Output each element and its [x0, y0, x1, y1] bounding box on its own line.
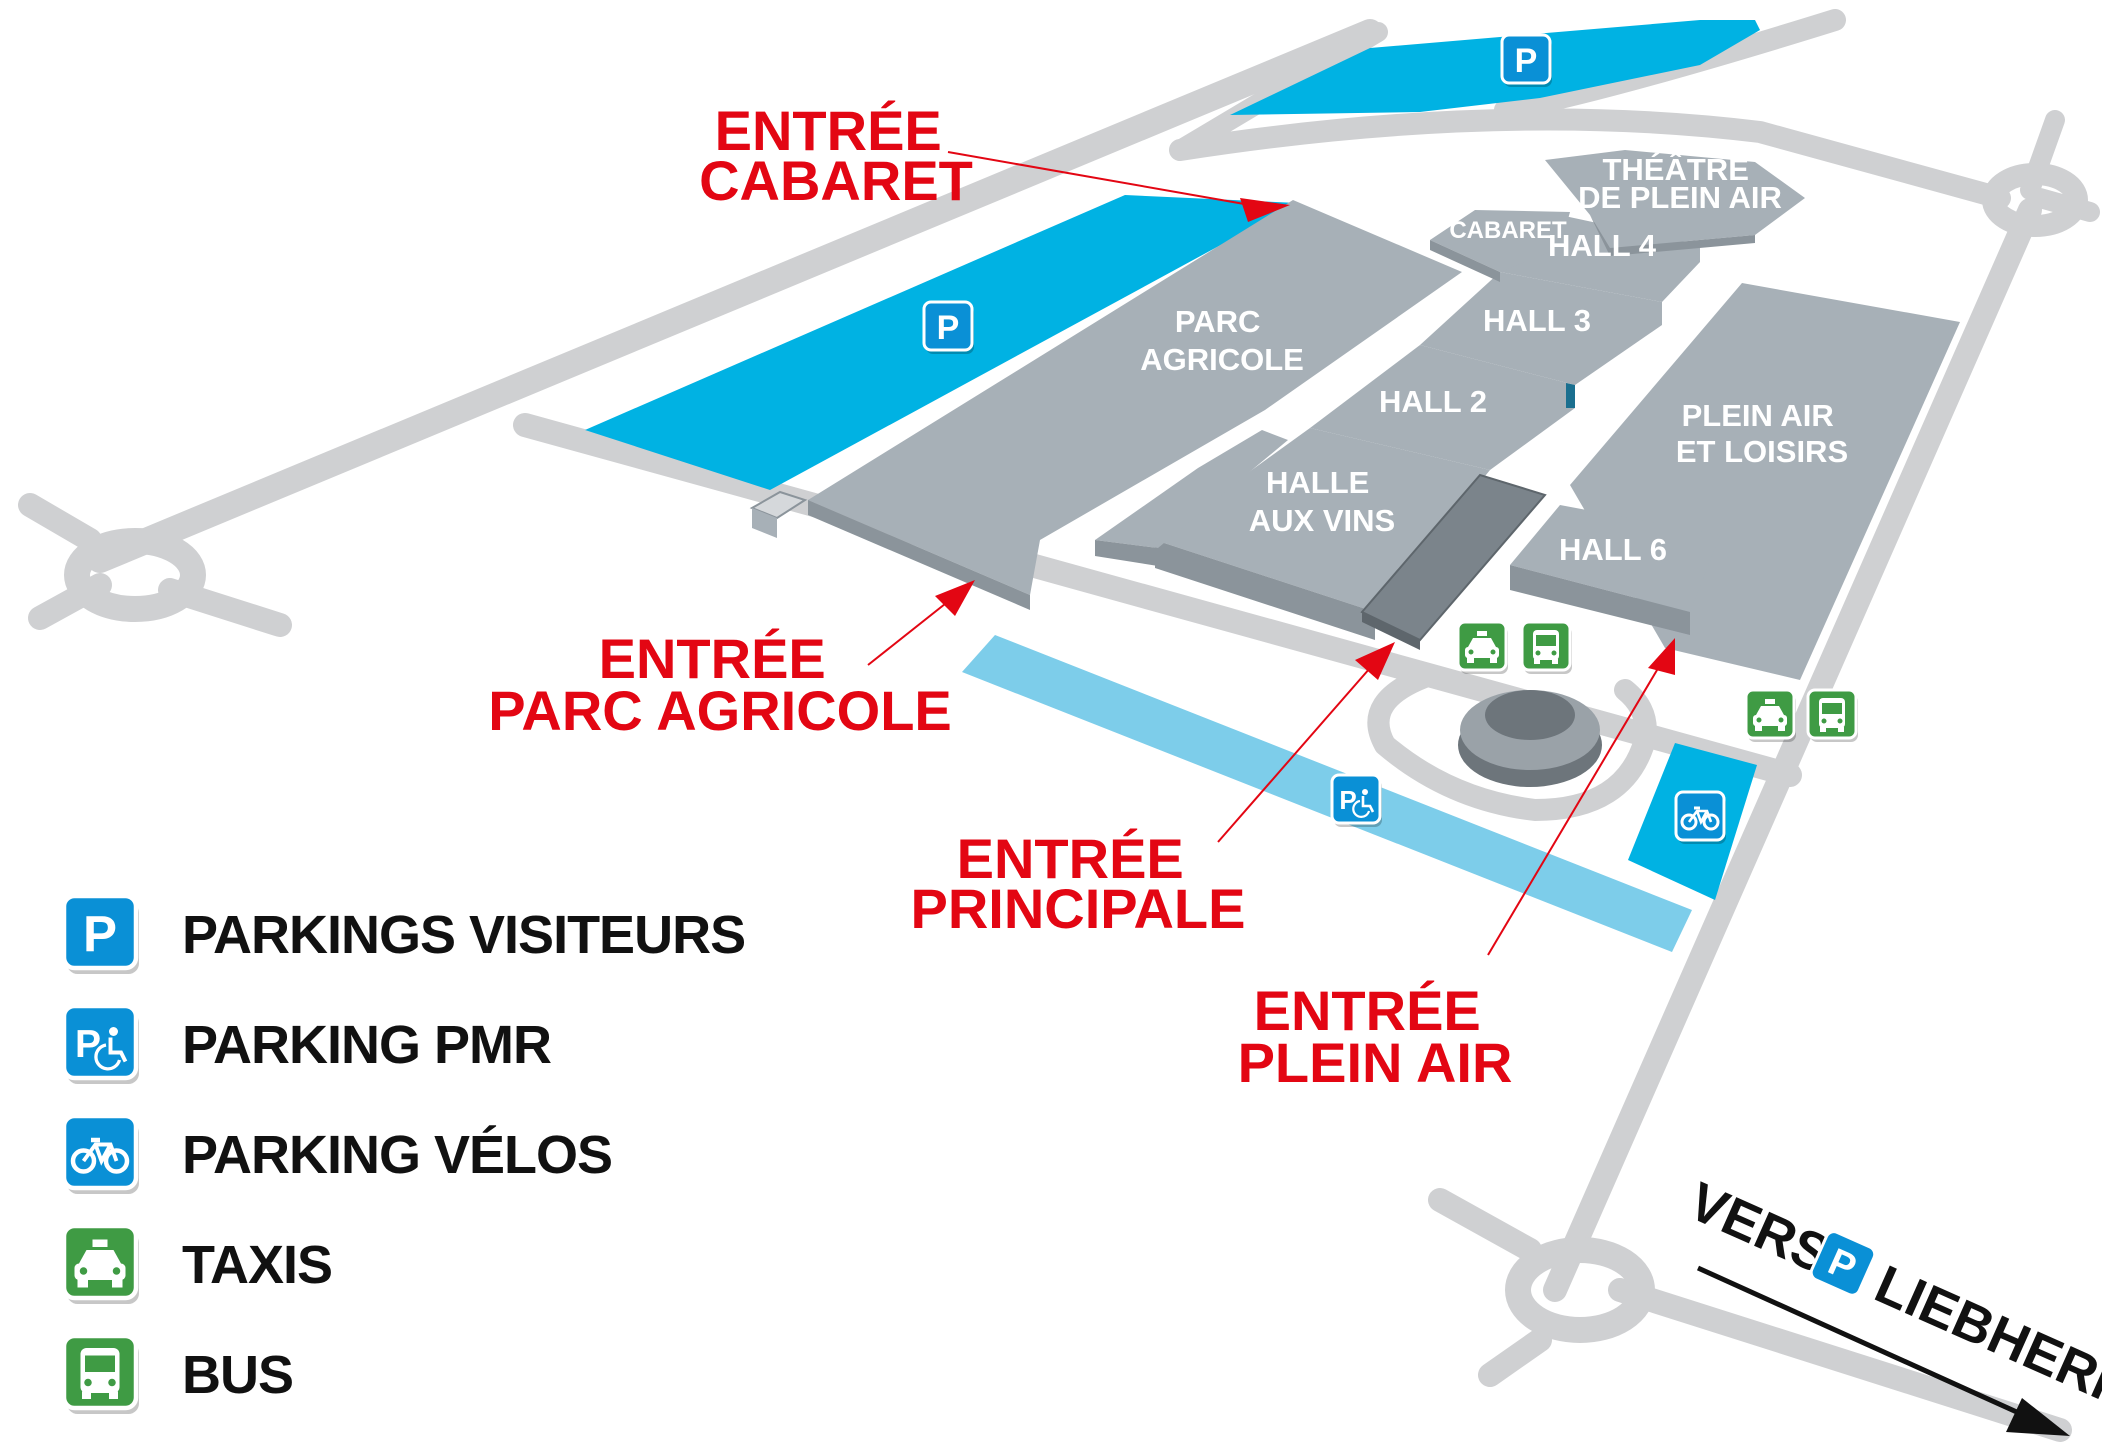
pointer-line-parc-agricole — [867, 599, 951, 666]
building-hall-2 — [1310, 345, 1575, 470]
pointer-line-plein-air — [1487, 664, 1661, 956]
parking-icon-north — [1500, 33, 1554, 89]
road-south-arm-w — [1478, 1328, 1552, 1387]
label-halle-aux-vins: HALLE AUX VINS — [1249, 465, 1395, 538]
taxi-icon-entrance — [1456, 620, 1510, 676]
arrow-cabaret-icon — [1240, 198, 1290, 222]
legend-label: PARKING VÉLOS — [182, 1125, 613, 1185]
road-loop-drive — [1367, 664, 1657, 821]
label-parc-agricole: PARC AGRICOLE — [1140, 304, 1304, 377]
parking-area-north — [1230, 20, 1760, 115]
road-west-arm-up — [18, 493, 102, 552]
building-cabaret — [1430, 210, 1570, 272]
arrow-principale-icon — [1355, 642, 1395, 680]
arrow-plein-air-icon — [1648, 638, 1675, 675]
direction-parking-icon — [1809, 1230, 1877, 1297]
building-halle-annex — [1095, 430, 1288, 548]
legend-item-bus: BUS — [64, 1320, 784, 1430]
parking-pmr-icon-map — [1330, 773, 1384, 829]
legend-item-bikes: PARKING VÉLOS — [64, 1100, 784, 1210]
central-fountain — [1458, 690, 1602, 787]
legend-label: PARKINGS VISITEURS — [182, 905, 746, 965]
taxi-icon-east — [1744, 688, 1798, 744]
building-theatre — [1545, 150, 1805, 248]
direction-arrow-icon — [2006, 1398, 2070, 1436]
legend: PARKINGS VISITEURS PARKING PMR PARKING V… — [64, 880, 784, 1430]
taxi-icon — [64, 1226, 142, 1304]
legend-label: PARKING PMR — [182, 1015, 552, 1075]
entry-label-plein-air: ENTRÉE PLEIN AIR — [1238, 979, 1513, 1094]
legend-item-parking: PARKINGS VISITEURS — [64, 880, 784, 990]
road-south-arm-nw — [1428, 1188, 1542, 1262]
bus-icon-east — [1806, 688, 1860, 744]
bus-icon — [64, 1336, 142, 1414]
legend-item-taxis: TAXIS — [64, 1210, 784, 1320]
road-east-vertical — [1543, 198, 2042, 1302]
entry-label-cabaret: ENTRÉE CABARET — [699, 99, 973, 212]
label-hall-6: HALL 6 — [1559, 532, 1667, 567]
legend-label: TAXIS — [182, 1235, 333, 1295]
roundabout-west — [64, 528, 206, 622]
parking-icon — [64, 896, 142, 974]
label-theatre: THÉÂTRE DE PLEIN AIR — [1578, 151, 1782, 215]
parking-pmr-icon — [64, 1006, 142, 1084]
legend-item-parking-pmr: PARKING PMR — [64, 990, 784, 1100]
road-top-left — [1170, 22, 1388, 160]
bicycle-icon-map — [1674, 790, 1728, 846]
road-south-arm-e — [1608, 1278, 2072, 1442]
buildings — [749, 150, 1960, 680]
pointer-line-principale — [1217, 667, 1371, 843]
entry-pointers — [867, 151, 1675, 956]
pointer-line-cabaret — [947, 151, 1251, 206]
direction-arrow-line — [1696, 1265, 2032, 1421]
arrow-parc-agricole-icon — [935, 580, 975, 616]
label-hall-2: HALL 2 — [1379, 384, 1487, 419]
legend-label: BUS — [182, 1345, 294, 1405]
building-parc-agricole — [808, 200, 1462, 595]
bus-icon-entrance — [1520, 620, 1574, 676]
building-hall-3 — [1420, 272, 1662, 385]
parking-icon-west — [922, 300, 976, 356]
direction-liebherr: VERS P LIEBHERR — [1680, 1171, 2102, 1436]
road-top-curve — [1169, 108, 2011, 209]
entry-label-principale: ENTRÉE PRINCIPALE — [911, 827, 1246, 940]
roundabout-northeast — [1982, 163, 2088, 237]
roundabout-southeast — [1505, 1237, 1655, 1343]
road-network — [18, 9, 2100, 1442]
label-hall-4: HALL 4 — [1548, 228, 1657, 263]
bicycle-icon — [64, 1116, 142, 1194]
label-plein-air: PLEIN AIR ET LOISIRS — [1676, 398, 1848, 469]
entry-label-parc-agricole: ENTRÉE PARC AGRICOLE — [488, 627, 952, 742]
parking-area-pmr — [962, 635, 1692, 952]
road-north-diagonal — [87, 19, 1383, 573]
label-hall-3: HALL 3 — [1483, 303, 1591, 338]
road-top-spur — [1494, 9, 1846, 121]
building-hall-6 — [1510, 505, 1720, 612]
label-cabaret: CABARET — [1449, 217, 1567, 244]
